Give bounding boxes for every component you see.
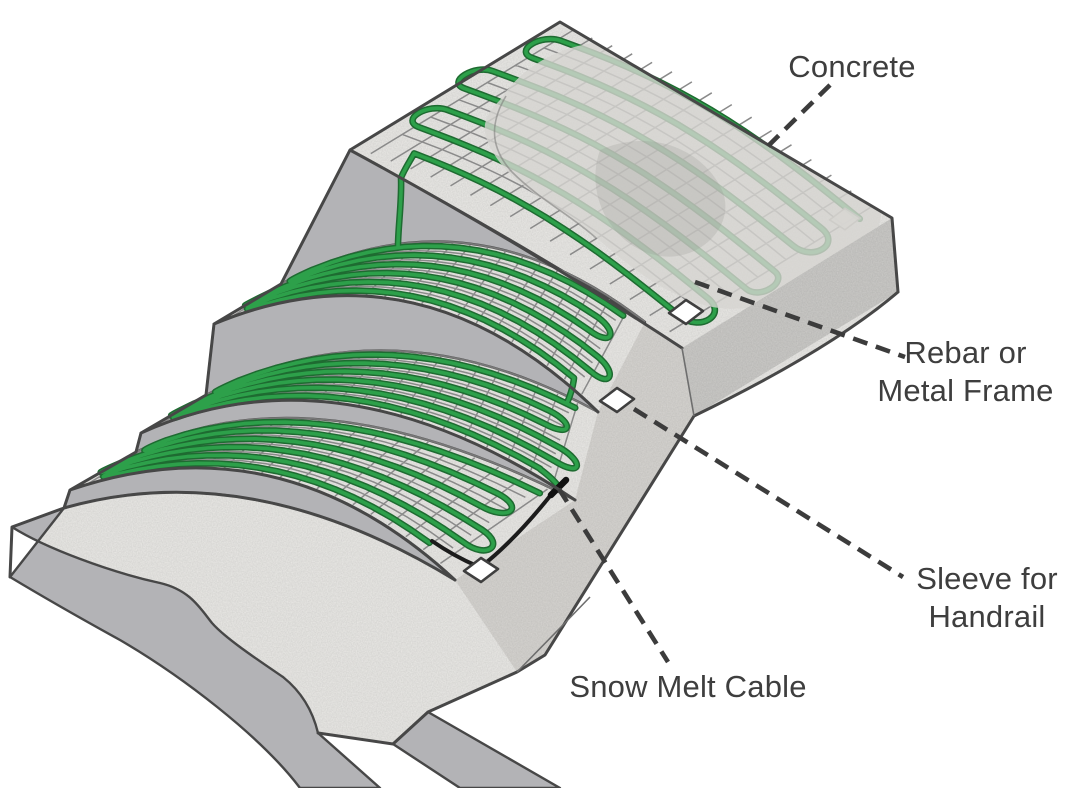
- label-rebar-line1: Rebar or: [904, 335, 1027, 370]
- label-snow-melt: Snow Melt Cable: [528, 668, 848, 706]
- landing-slab-front-face: [8, 506, 382, 788]
- slab-corner-face: [391, 710, 562, 788]
- label-rebar-line2: Metal Frame: [877, 373, 1054, 408]
- pour-front-edge: [493, 95, 597, 239]
- callout-line-sleeve: [632, 407, 905, 579]
- label-sleeve: Sleeve for Handrail: [887, 560, 1080, 636]
- secondary-edges: [516, 347, 695, 673]
- label-concrete: Concrete: [742, 48, 962, 86]
- callout-line-rebar: [694, 279, 906, 360]
- wet-concrete-blotch: [595, 140, 726, 257]
- concrete-edges-outline: [8, 20, 900, 746]
- handrail-sleeves: [462, 298, 705, 584]
- callout-lines: [557, 83, 906, 664]
- handrail-sleeve: [667, 298, 705, 326]
- handrail-sleeve: [462, 556, 500, 584]
- callout-line-snow-melt: [557, 487, 670, 664]
- callout-line-concrete: [760, 83, 832, 154]
- label-concrete-text: Concrete: [788, 49, 916, 84]
- handrail-sleeve: [598, 386, 636, 414]
- label-snow-melt-text: Snow Melt Cable: [569, 669, 807, 704]
- label-sleeve-line2: Handrail: [928, 599, 1046, 634]
- label-rebar: Rebar or Metal Frame: [858, 334, 1073, 410]
- label-sleeve-line1: Sleeve for: [916, 561, 1058, 596]
